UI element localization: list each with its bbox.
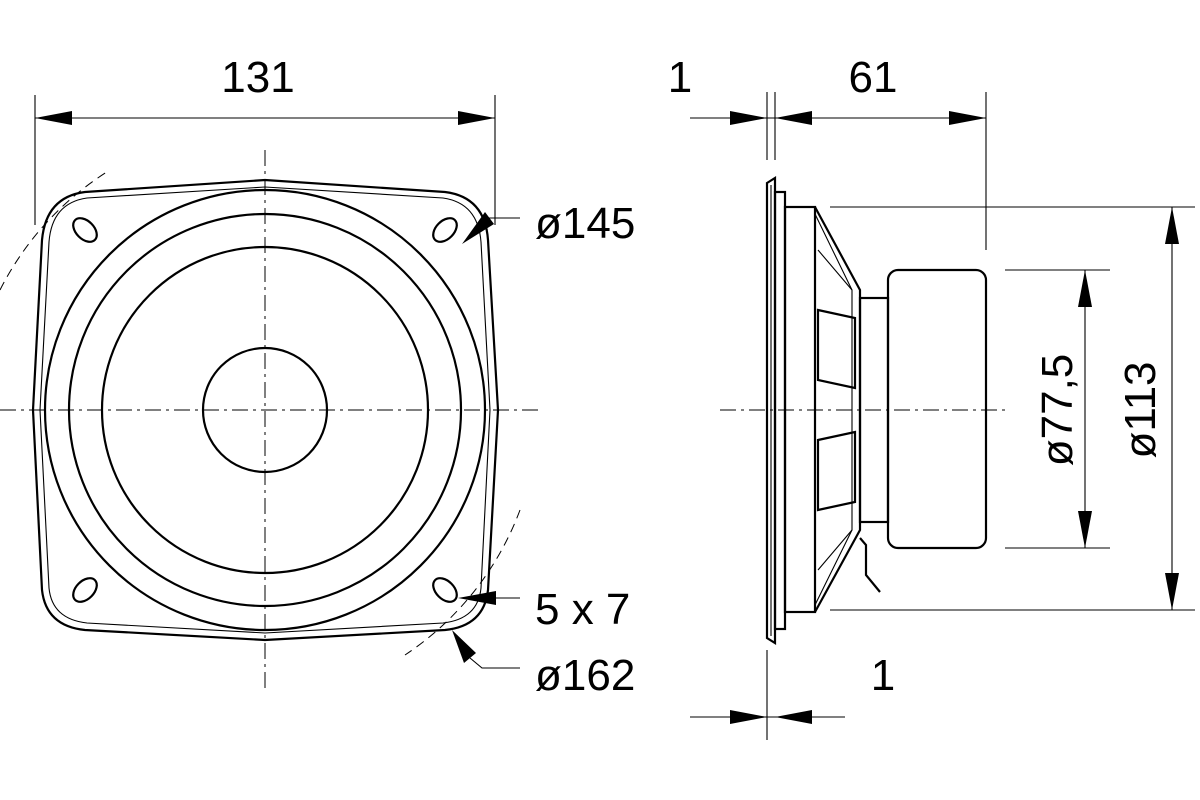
flange-circle-label: ø145: [535, 199, 635, 248]
frame-label: ø113: [1116, 361, 1165, 458]
surround-middle-ring: [67, 212, 463, 608]
cone-ring: [100, 245, 430, 575]
mounting-hole-top-right: [432, 217, 458, 243]
front-flange: [765, 176, 777, 645]
frame-rim: [783, 205, 817, 614]
side-view: 1 61 1 ø77,5 ø113: [668, 53, 1195, 740]
outer-circle-label: ø162: [535, 651, 635, 700]
basket-strut-lower: [817, 529, 853, 571]
magnet-label: ø77,5: [1033, 354, 1082, 467]
hole-label: 5 x 7: [535, 585, 630, 634]
frame-arrow-bottom: [1165, 573, 1179, 610]
outer-circle-leader: [469, 657, 520, 669]
front-view: 131 ø145 5 x 7 ø162: [0, 53, 635, 700]
depth-arrow-left: [775, 111, 812, 125]
mounting-hole-bottom-right: [432, 577, 458, 603]
basket-strut-upper: [817, 249, 853, 291]
basket-window-lower: [816, 430, 857, 512]
flange-arrow-right-bottom: [775, 710, 812, 724]
outer-circle-arc-bottom-right: [404, 509, 521, 656]
flange-arrow-left-bottom: [730, 710, 767, 724]
hole-arrow: [458, 591, 496, 605]
width-arrow-left: [35, 111, 72, 125]
width-label: 131: [221, 53, 294, 102]
frame-inner-outline: [39, 186, 491, 634]
flange-arrow-left-top: [730, 111, 767, 125]
magnet-arrow-top: [1078, 270, 1092, 307]
flange-circle-arrow: [462, 212, 494, 244]
flange-thickness-bottom-label: 1: [871, 651, 895, 700]
frame-arrow-top: [1165, 207, 1179, 244]
width-arrow-right: [458, 111, 495, 125]
basket-window-upper: [816, 308, 857, 390]
flange-thickness-top-label: 1: [668, 53, 692, 102]
mounting-hole-top-left: [72, 217, 98, 243]
outer-circle-arrow: [452, 630, 476, 663]
magnet: [886, 268, 988, 550]
dust-cap: [201, 346, 329, 474]
magnet-arrow-bottom: [1078, 511, 1092, 548]
depth-label: 61: [849, 53, 898, 102]
mounting-hole-bottom-left: [72, 577, 98, 603]
basket-inner-line: [814, 213, 853, 606]
terminal: [859, 537, 881, 593]
surround-outer-ring: [43, 188, 487, 632]
depth-arrow-right: [949, 111, 986, 125]
